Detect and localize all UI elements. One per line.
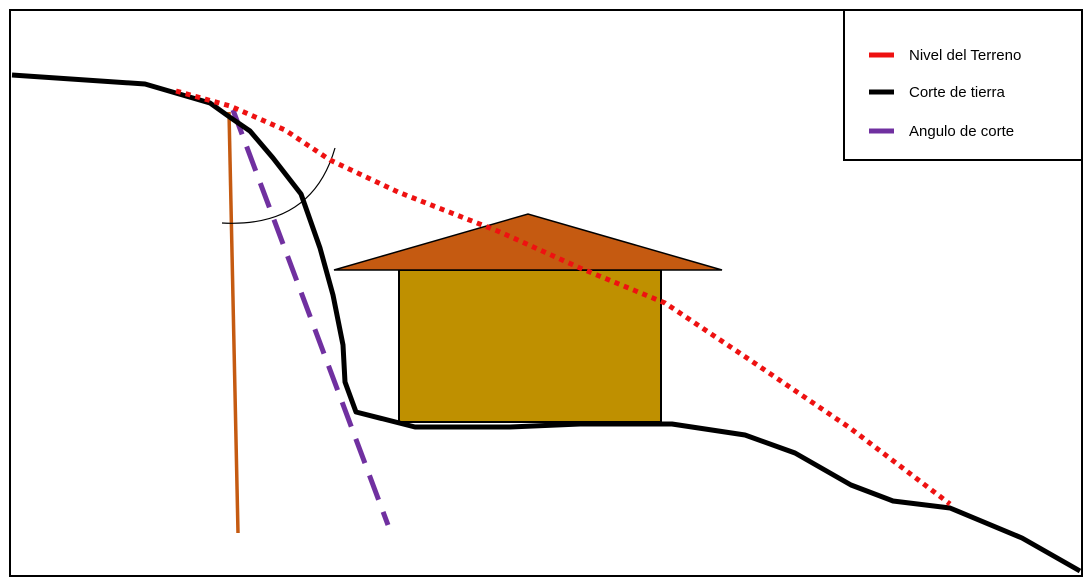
cut-angle-line	[230, 109, 391, 526]
terrain-level-line	[175, 88, 952, 506]
legend-box	[843, 9, 1083, 161]
legend-item-angle: Angulo de corte	[869, 123, 1014, 140]
legend-item-terrain: Nivel del Terreno	[869, 47, 1021, 64]
legend-label-terrain: Nivel del Terreno	[909, 47, 1021, 64]
house-wall	[398, 269, 662, 423]
legend-label-cut: Corte de tierra	[909, 84, 1006, 101]
legend-label-angle: Angulo de corte	[909, 123, 1014, 140]
vertical-reference-line	[227, 111, 240, 534]
legend-item-cut: Corte de tierra	[869, 84, 1006, 101]
cut-angle-arc	[221, 147, 336, 224]
legend: Nivel del Terreno Corte de tierra Angulo…	[843, 9, 1083, 161]
earth-cut-line	[11, 72, 1082, 574]
